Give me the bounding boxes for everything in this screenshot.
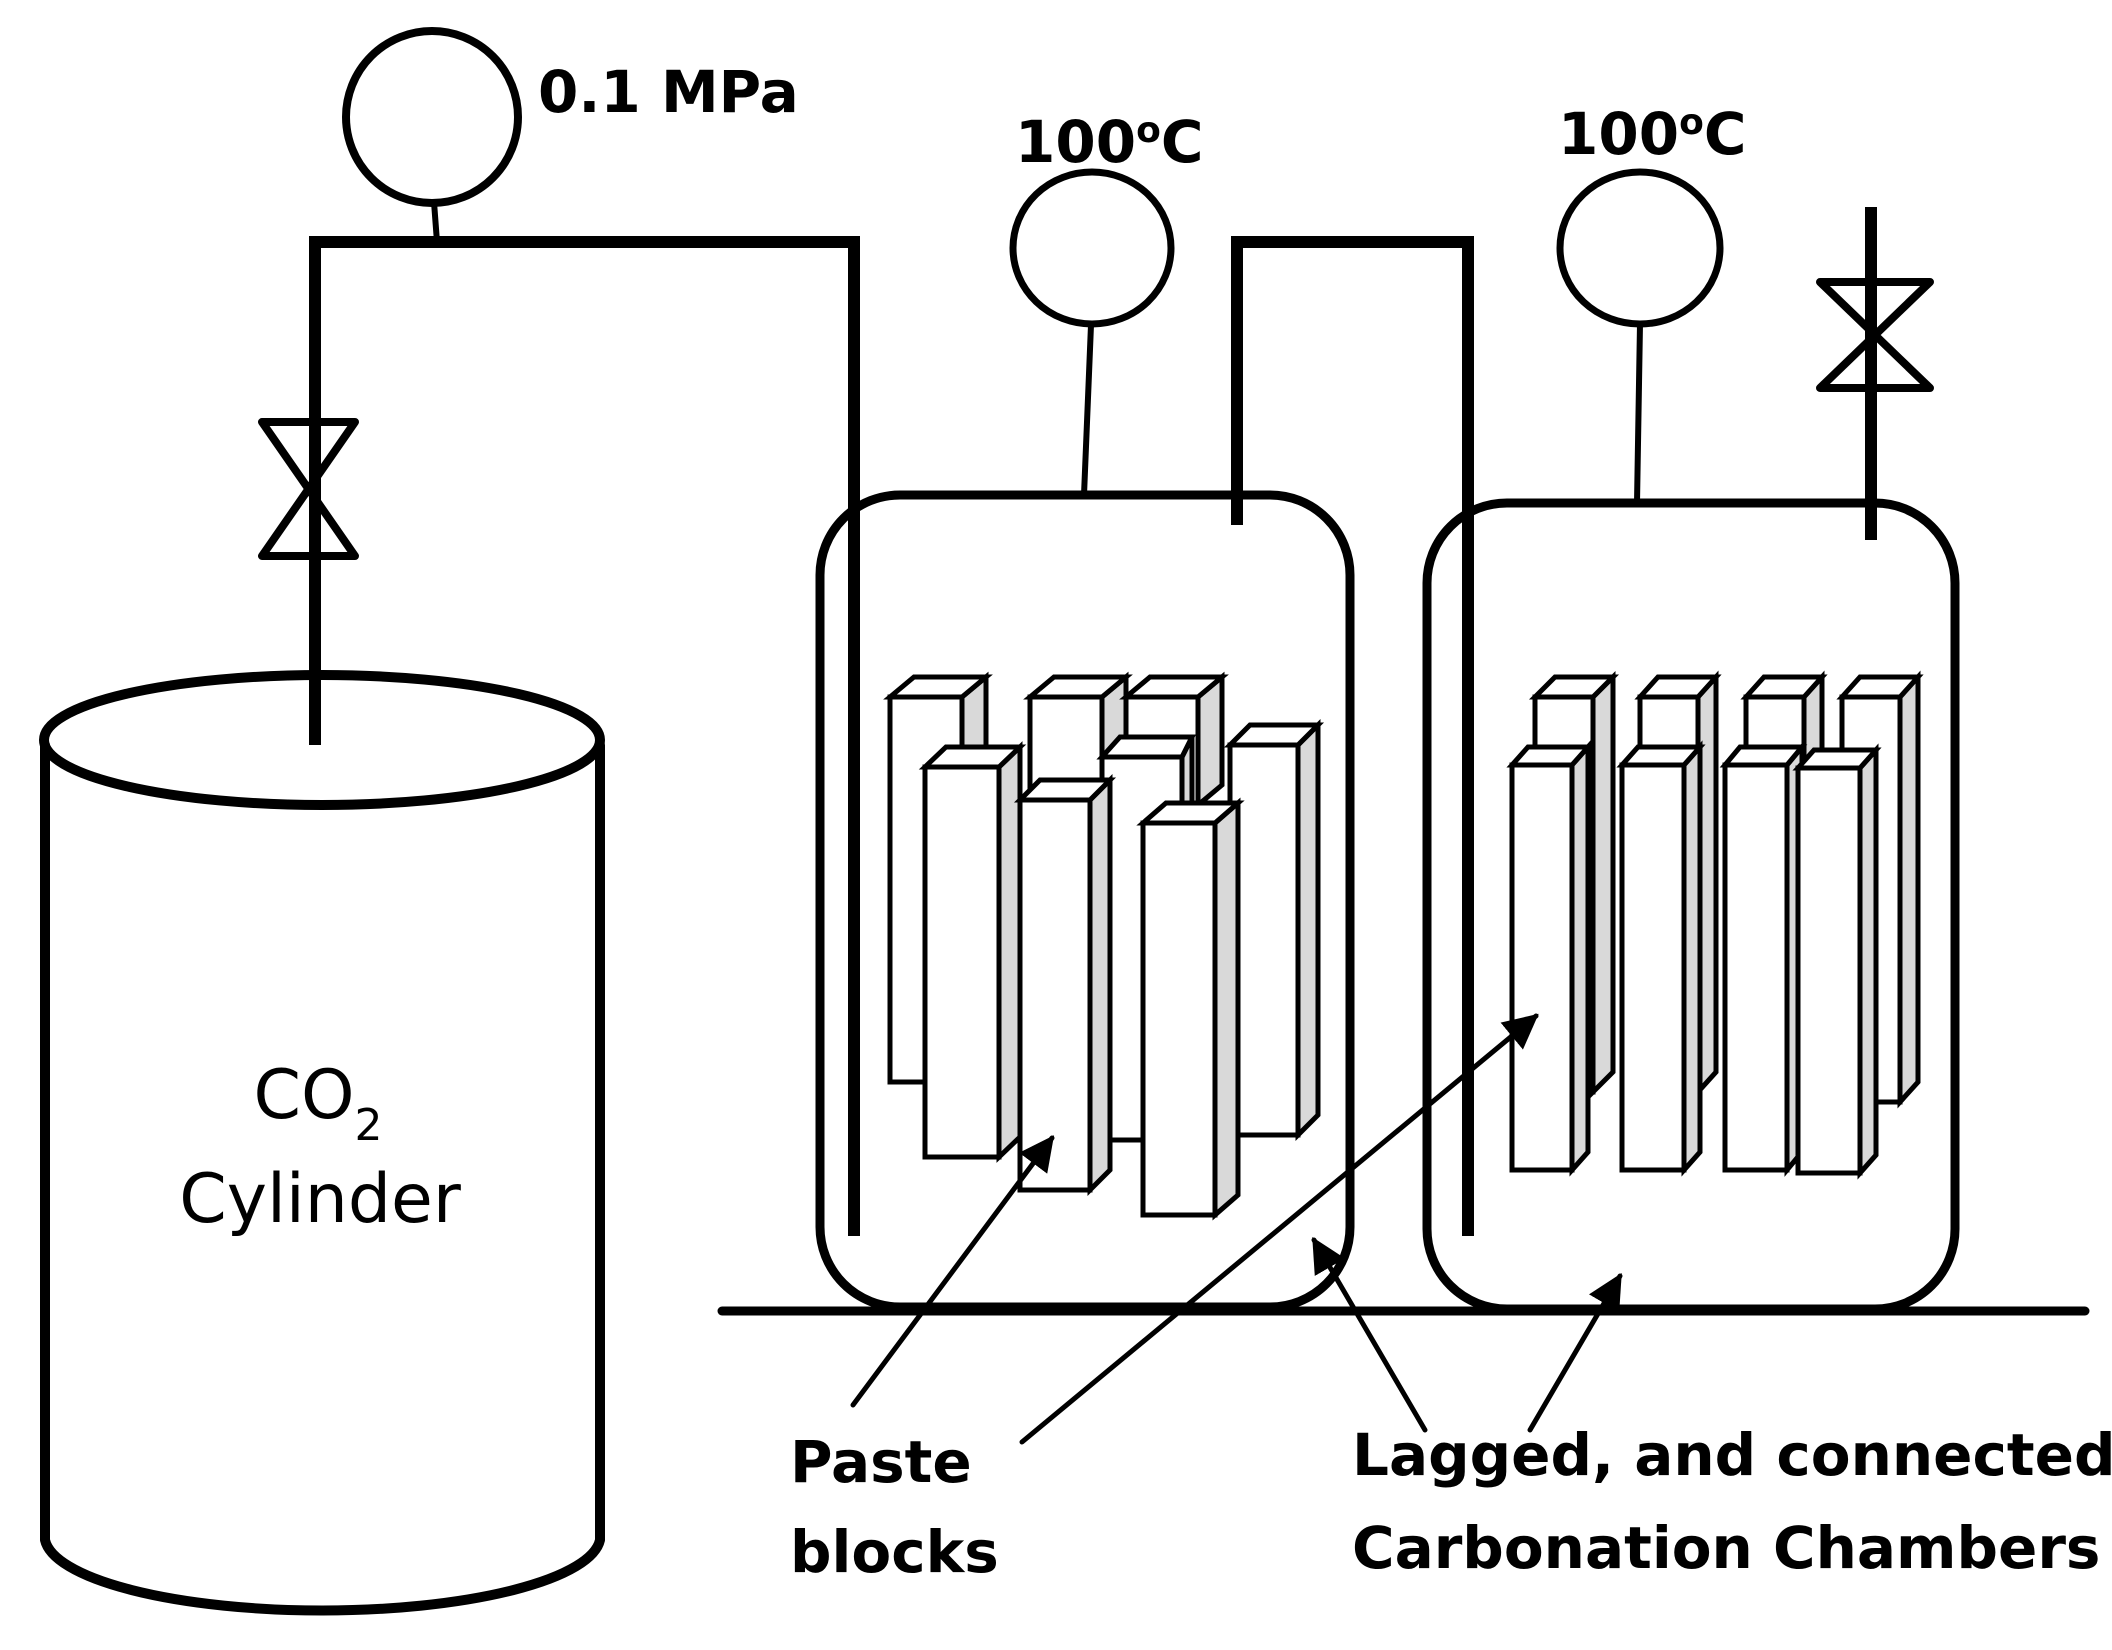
- temperature-label-right: 100oC: [1558, 100, 1746, 168]
- chamber-connecting-pipe: [1231, 236, 1474, 1236]
- carbonation-chamber-right: [1422, 498, 1960, 1314]
- annotation-arrows: [850, 1013, 1623, 1445]
- pressure-label: 0.1 MPa: [538, 58, 799, 126]
- cylinder-label-line1: CO2: [253, 1056, 382, 1151]
- temperature-label-left: 100oC: [1015, 108, 1203, 176]
- chambers-label-line1: Lagged, and connected: [1352, 1421, 2112, 1489]
- paste-block: [1136, 797, 1245, 1221]
- paste-blocks-left: [883, 671, 1325, 1221]
- arrow-paste-right: [1019, 1013, 1539, 1445]
- paste-block: [918, 741, 1027, 1163]
- chambers-label: Lagged, and connected Carbonation Chambe…: [1352, 1421, 2112, 1582]
- cylinder-label-line2: Cylinder: [179, 1160, 461, 1239]
- thermometer-right: 100oC: [1556, 100, 1746, 506]
- paste-block: [1616, 740, 1706, 1177]
- paste-label-line2: blocks: [790, 1518, 999, 1586]
- supply-valve-icon: [258, 404, 359, 571]
- paste-blocks-right: [1506, 670, 1924, 1180]
- paste-block: [1013, 773, 1117, 1197]
- paste-label-line1: Paste: [790, 1428, 972, 1496]
- paste-block: [1506, 740, 1594, 1177]
- arrow-chamber-right: [1527, 1272, 1623, 1433]
- pressure-gauge: 0.1 MPa: [342, 27, 799, 245]
- co2-cylinder: CO2 Cylinder: [39, 670, 605, 1616]
- gas-supply-pipe: [309, 236, 860, 1236]
- paste-block: [1792, 743, 1882, 1180]
- chambers-label-line2: Carbonation Chambers: [1352, 1514, 2100, 1582]
- paste-blocks-label: Paste blocks: [790, 1428, 999, 1586]
- paste-block: [1223, 718, 1325, 1142]
- vent-valve-icon: [1816, 269, 1934, 401]
- thermometer-left: 100oC: [1009, 108, 1203, 498]
- arrow-chamber-left: [1311, 1236, 1428, 1433]
- arrow-paste-left: [850, 1135, 1055, 1408]
- paste-block: [1719, 740, 1808, 1177]
